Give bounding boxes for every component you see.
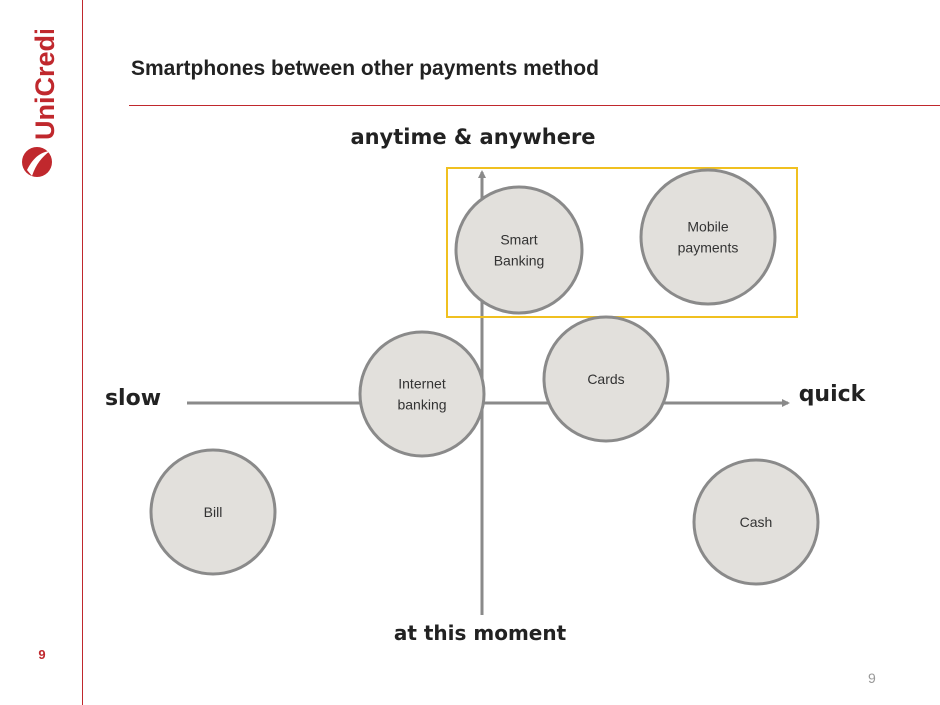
footer-page-number: 9 [868,670,876,686]
sidebar-page-number: 9 [38,647,46,662]
bubble-label: Smart [500,232,537,248]
bubble-circle [358,330,486,458]
bubble-bill: Bill [149,448,277,576]
bubble-label: Cards [587,371,624,387]
axis-label-right: quick [799,382,867,407]
logo-wordmark: UniCredit [30,30,60,140]
unicredit-logo: UniCredit [22,30,60,177]
bubble-label: Bill [204,504,223,520]
bubble-internet-banking: Internet banking [358,330,486,458]
bubble-label: payments [678,240,739,256]
bubble-label: Cash [740,514,773,530]
sidebar-divider [82,0,83,705]
title-divider [129,105,940,106]
bubble-cash: Cash [692,458,820,586]
bubble-circle [692,458,820,586]
axis-label-left: slow [105,386,161,411]
bubble-cards: Cards [542,315,670,443]
unicredit-emblem-icon [22,147,52,177]
axis-label-bottom: at this moment [394,621,567,645]
bubble-mobile-payments: Mobile payments [639,168,777,306]
page-title: Smartphones between other payments metho… [131,57,599,80]
axis-label-top: anytime & anywhere [350,125,595,149]
bubble-label: Internet [398,376,446,392]
bubble-circle [542,315,670,443]
bubble-circle [149,448,277,576]
highlight-box [446,167,798,318]
bubble-circle [454,185,584,315]
bubble-label: Mobile [687,219,728,235]
bubble-circle [639,168,777,306]
bubble-label: Banking [494,253,545,269]
bubble-label: banking [397,397,446,413]
